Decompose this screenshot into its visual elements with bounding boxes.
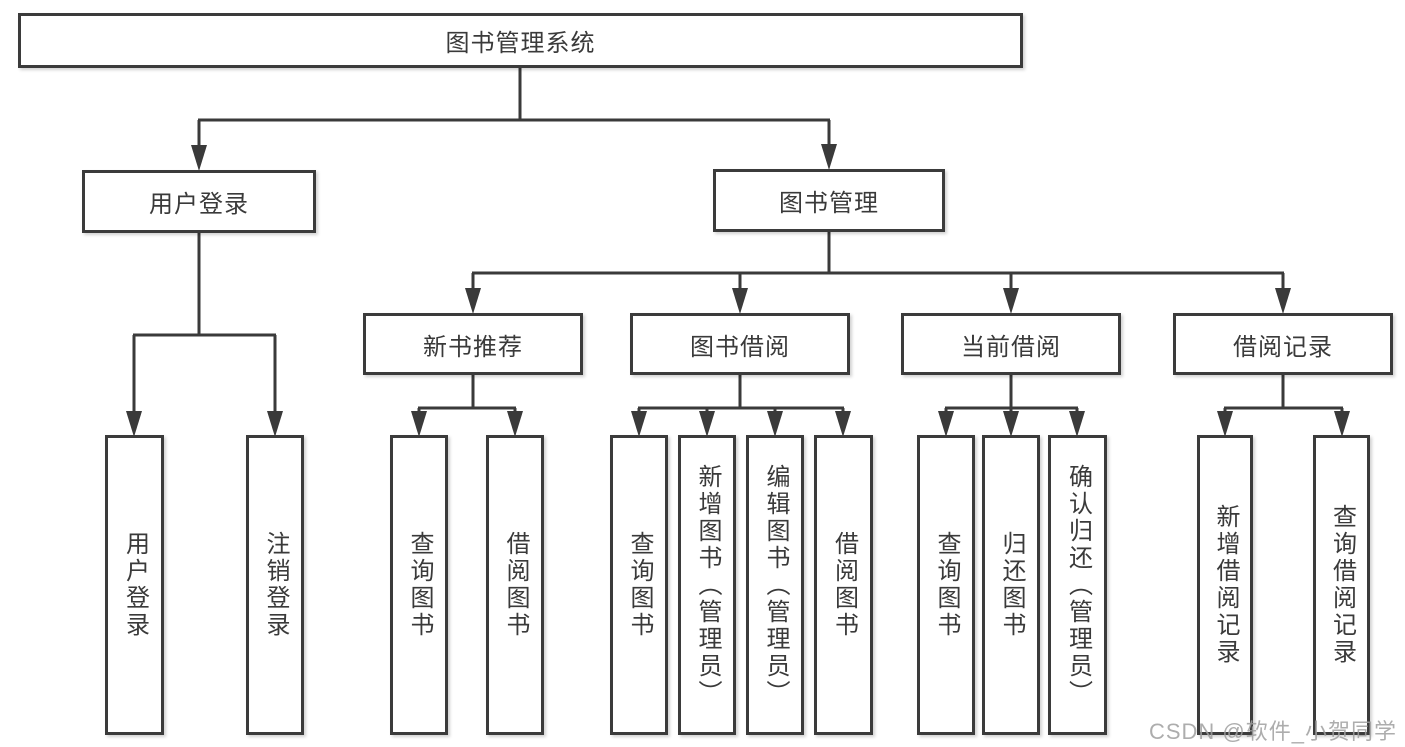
- node-user-login-label: 用户登录: [149, 191, 249, 218]
- node-current-borrow-label: 当前借阅: [961, 333, 1061, 361]
- node-user-login: 用户登录: [82, 170, 316, 233]
- leaf-logout-label: 注销登录: [262, 531, 289, 639]
- leaf-br-add-record-label: 新增借阅记录: [1212, 504, 1239, 666]
- leaf-nbr-borrow-books: 借阅图书: [486, 435, 544, 735]
- leaf-nbr-query-books: 查询图书: [390, 435, 448, 735]
- leaf-nbr-borrow-books-label: 借阅图书: [502, 531, 529, 639]
- node-book-borrow-label: 图书借阅: [690, 333, 790, 361]
- leaf-bb-add-books-admin-label: 新增图书（管理员）: [694, 463, 721, 707]
- leaf-bb-edit-books-admin: 编辑图书（管理员）: [746, 435, 804, 735]
- leaf-cb-query-books-label: 查询图书: [933, 531, 960, 639]
- node-root: 图书管理系统: [18, 13, 1023, 68]
- leaf-bb-borrow-books-label: 借阅图书: [830, 531, 858, 639]
- csdn-watermark: CSDN @软件_小贺同学: [1148, 719, 1397, 744]
- node-book-borrow: 图书借阅: [630, 313, 850, 375]
- leaf-logout: 注销登录: [246, 435, 304, 735]
- leaf-bb-edit-books-admin-label: 编辑图书（管理员）: [762, 463, 789, 707]
- leaf-cb-return-books-label: 归还图书: [998, 531, 1025, 639]
- leaf-user-login-label: 用户登录: [121, 531, 149, 639]
- leaf-bb-query-books-label: 查询图书: [626, 531, 653, 639]
- leaf-user-login: 用户登录: [105, 435, 164, 735]
- node-borrow-records: 借阅记录: [1173, 313, 1393, 375]
- leaf-bb-query-books: 查询图书: [610, 435, 668, 735]
- leaf-cb-confirm-return-admin: 确认归还（管理员）: [1048, 435, 1107, 735]
- leaf-cb-return-books: 归还图书: [982, 435, 1040, 735]
- leaf-br-add-record: 新增借阅记录: [1197, 435, 1253, 735]
- leaf-cb-query-books: 查询图书: [917, 435, 975, 735]
- node-book-management: 图书管理: [713, 169, 945, 232]
- leaf-cb-confirm-return-admin-label: 确认归还（管理员）: [1064, 463, 1092, 707]
- node-root-label: 图书管理系统: [445, 30, 596, 57]
- leaf-bb-borrow-books: 借阅图书: [814, 435, 873, 735]
- node-current-borrow: 当前借阅: [901, 313, 1121, 375]
- node-new-book-recommend-label: 新书推荐: [423, 333, 523, 361]
- leaf-br-query-record: 查询借阅记录: [1313, 435, 1370, 735]
- leaf-bb-add-books-admin: 新增图书（管理员）: [678, 435, 736, 735]
- node-new-book-recommend: 新书推荐: [363, 313, 583, 375]
- node-borrow-records-label: 借阅记录: [1233, 333, 1333, 361]
- leaf-nbr-query-books-label: 查询图书: [406, 531, 433, 639]
- leaf-br-query-record-label: 查询借阅记录: [1328, 504, 1356, 666]
- node-book-management-label: 图书管理: [779, 190, 879, 217]
